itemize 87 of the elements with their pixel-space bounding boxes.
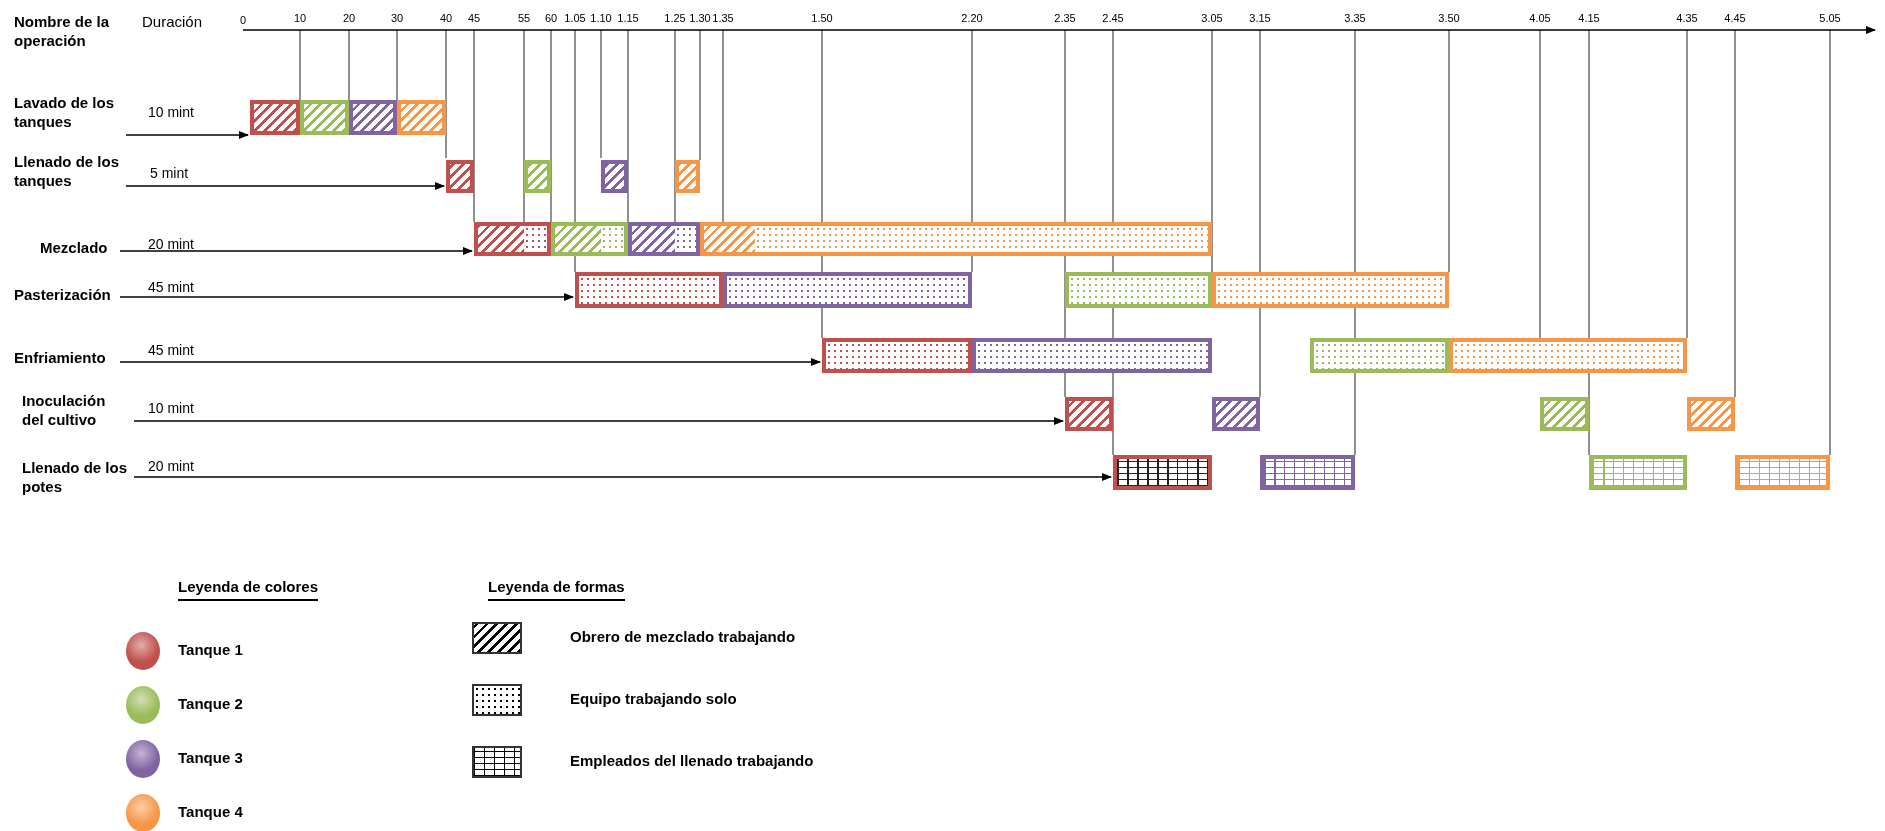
legend-text: Tanque 1 (178, 641, 243, 658)
legend-text: Equipo trabajando solo (570, 690, 737, 707)
arrow (133, 473, 1112, 481)
legend-text: Tanque 3 (178, 749, 243, 766)
operation-name: Enfriamiento (14, 348, 106, 367)
arrow (133, 417, 1064, 425)
column-header: Nombre de la operación (14, 12, 111, 50)
tick-label: 30 (390, 12, 404, 24)
task-bar (575, 272, 723, 308)
task-bar (397, 100, 446, 135)
operation-name: Lavado de los tanques (14, 93, 122, 131)
tick-label: 3.35 (1344, 12, 1366, 24)
tick-label: 45 (467, 12, 481, 24)
tick-label: 2.20 (961, 12, 983, 24)
operation-name: Llenado de los tanques (14, 152, 122, 190)
task-bar (524, 160, 551, 193)
task-bar (1260, 455, 1355, 490)
task-bar (1065, 397, 1113, 431)
tick-label: 1.15 (617, 12, 639, 24)
task-bar (723, 272, 972, 308)
task-bar (1589, 455, 1687, 490)
task-bar (446, 160, 474, 193)
legend-title: Leyenda de colores (178, 578, 319, 601)
task-bar (551, 222, 628, 256)
tick-label: 4.15 (1578, 12, 1600, 24)
tick-label: 4.05 (1529, 12, 1551, 24)
task-bar (1310, 338, 1449, 373)
legend-text: Tanque 2 (178, 695, 243, 712)
duration-label: 45 mint (148, 342, 194, 358)
arrow (119, 293, 574, 301)
tick-label: 4.35 (1676, 12, 1698, 24)
tick-label: 60 (544, 12, 558, 24)
task-bar (1735, 455, 1830, 490)
task-bar (474, 222, 551, 256)
legend-text: Tanque 4 (178, 803, 243, 820)
task-bar (700, 222, 1212, 256)
task-bar (1065, 272, 1212, 308)
task-bar (250, 100, 300, 135)
operation-name: Inoculación del cultivo (22, 391, 130, 429)
tick-label: 3.15 (1249, 12, 1271, 24)
task-bar (1540, 397, 1589, 431)
legend-text: Empleados del llenado trabajando (570, 752, 814, 769)
tick-label: 1.35 (712, 12, 734, 24)
task-bar (1687, 397, 1735, 431)
arrow (125, 182, 445, 190)
operation-name: Llenado de los potes (22, 458, 130, 496)
column-header: Duración (142, 12, 203, 31)
duration-label: 10 mint (148, 400, 194, 416)
task-bar (349, 100, 397, 135)
legend-title: Leyenda de formas (488, 578, 625, 601)
task-bar (628, 222, 700, 256)
duration-label: 20 mint (148, 458, 194, 474)
arrow (119, 358, 821, 366)
tick-label: 1.30 (689, 12, 711, 24)
duration-label: 20 mint (148, 236, 194, 252)
task-bar (1113, 455, 1212, 490)
tick-label: 2.35 (1054, 12, 1076, 24)
operation-name: Mezclado (40, 238, 108, 257)
duration-label: 45 mint (148, 279, 194, 295)
tick-label: 3.50 (1438, 12, 1460, 24)
arrow (125, 131, 249, 139)
legend-text: Obrero de mezclado trabajando (570, 628, 796, 645)
tick-label: 1.25 (664, 12, 686, 24)
tick-label: 40 (439, 12, 453, 24)
tick-label: 1.05 (564, 12, 586, 24)
tick-label: 2.45 (1102, 12, 1124, 24)
tick-label: 1.10 (590, 12, 612, 24)
task-bar (972, 338, 1212, 373)
task-bar (300, 100, 349, 135)
tick-label: 4.45 (1724, 12, 1746, 24)
operation-name: Pasterización (14, 285, 111, 304)
tick-label: 10 (293, 12, 307, 24)
task-bar (1212, 397, 1260, 431)
tick-label: 55 (517, 12, 531, 24)
task-bar (822, 338, 972, 373)
tick-label: 0 (239, 14, 247, 26)
tick-label: 5.05 (1819, 12, 1841, 24)
tick-label: 3.05 (1201, 12, 1223, 24)
tick-label: 1.50 (811, 12, 833, 24)
duration-label: 10 mint (148, 104, 194, 120)
task-bar (675, 160, 700, 193)
task-bar (1212, 272, 1449, 308)
tick-label: 20 (342, 12, 356, 24)
task-bar (1449, 338, 1687, 373)
task-bar (601, 160, 628, 193)
arrow (119, 247, 473, 255)
duration-label: 5 mint (150, 165, 189, 181)
